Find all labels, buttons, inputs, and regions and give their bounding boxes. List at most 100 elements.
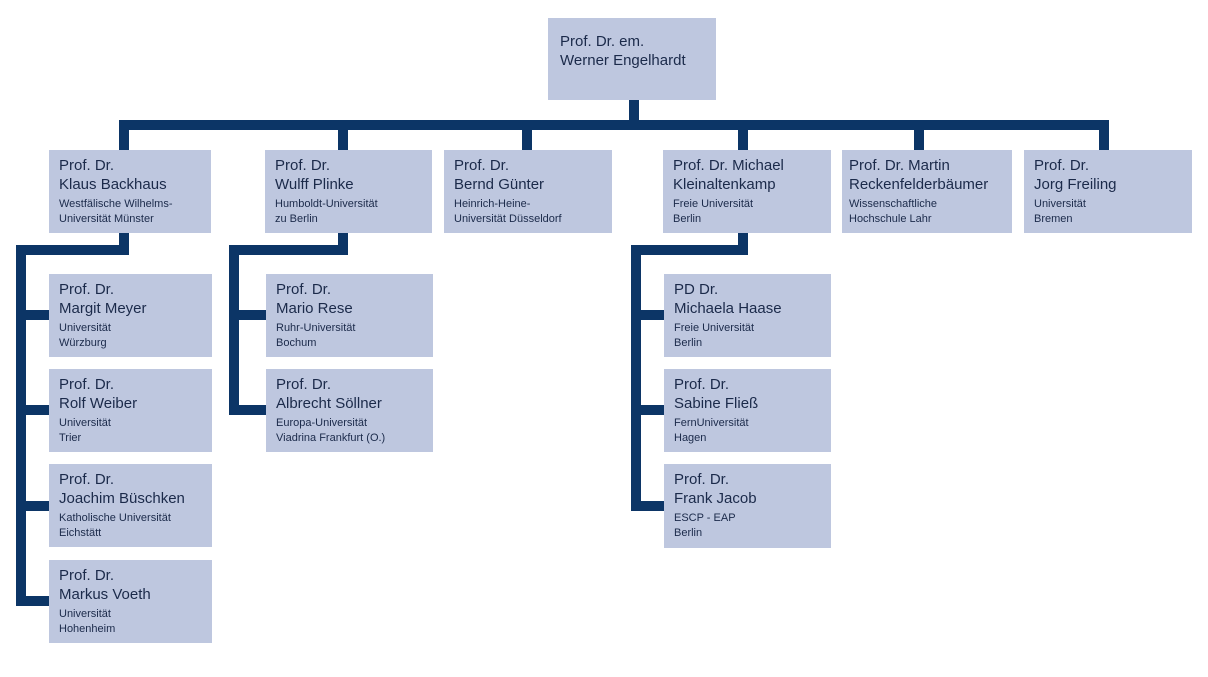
node-affiliation-city: Berlin: [674, 337, 703, 349]
node-name: Albrecht Söllner: [276, 395, 382, 412]
node-title: Prof. Dr.: [276, 281, 332, 298]
node-name: Michaela Haase: [674, 300, 782, 317]
node-title: Prof. Dr.: [674, 471, 730, 488]
connector-line: [631, 405, 664, 415]
node-affiliation: Universität: [59, 608, 111, 620]
node-name: Rolf Weiber: [59, 395, 138, 412]
node-name: Joachim Büschken: [59, 490, 185, 507]
connector-line: [16, 405, 50, 415]
node-title: PD Dr.: [674, 281, 719, 298]
connector-line: [1099, 120, 1109, 150]
node-name: Bernd Günter: [454, 176, 545, 193]
node-name: Reckenfelderbäumer: [849, 176, 989, 193]
connector-line: [229, 405, 266, 415]
node-name: Markus Voeth: [59, 586, 151, 603]
connector-line: [738, 233, 748, 255]
connector-line: [631, 245, 748, 255]
connector-line: [738, 120, 748, 150]
connector-line: [119, 120, 1109, 130]
connector-line: [16, 596, 50, 606]
connector-line: [338, 233, 348, 255]
node-name: Frank Jacob: [674, 490, 757, 507]
node-affiliation: Heinrich-Heine-: [454, 198, 531, 210]
node-weiber: Prof. Dr. Rolf Weiber Universität Trier: [49, 369, 212, 452]
node-name: Wulff Plinke: [275, 176, 354, 193]
node-voeth: Prof. Dr. Markus Voeth Universität Hohen…: [49, 560, 212, 643]
node-guenter: Prof. Dr. Bernd Günter Heinrich-Heine- U…: [444, 150, 612, 233]
node-affiliation: Westfälische Wilhelms-: [59, 198, 173, 210]
node-title: Prof. Dr. Martin: [849, 157, 950, 174]
node-freiling: Prof. Dr. Jorg Freiling Universität Brem…: [1024, 150, 1192, 233]
connector-line: [16, 245, 129, 255]
node-affiliation: Freie Universität: [673, 198, 754, 210]
node-jacob: Prof. Dr. Frank Jacob ESCP - EAP Berlin: [664, 464, 831, 548]
node-affiliation-city: Hagen: [674, 432, 707, 444]
connector-line: [16, 501, 50, 511]
node-title: Prof. Dr.: [454, 157, 510, 174]
connector-line: [16, 310, 50, 320]
node-kleinaltenkamp: Prof. Dr. Michael Kleinaltenkamp Freie U…: [663, 150, 831, 233]
node-title: Prof. Dr.: [674, 376, 730, 393]
node-affiliation: Katholische Universität: [59, 512, 171, 524]
node-affiliation-city: Universität Münster: [59, 213, 154, 225]
connector-line: [16, 245, 26, 606]
node-name: Klaus Backhaus: [59, 176, 167, 193]
node-affiliation: FernUniversität: [674, 417, 749, 429]
connector-line: [119, 120, 129, 150]
node-affiliation: Universität: [59, 417, 111, 429]
node-title: Prof. Dr. em.: [560, 33, 645, 50]
node-affiliation-city: Viadrina Frankfurt (O.): [276, 432, 386, 444]
node-affiliation: Humboldt-Universität: [275, 198, 378, 210]
connector-line: [229, 310, 266, 320]
connector-line: [229, 245, 239, 415]
node-title: Prof. Dr.: [59, 281, 115, 298]
node-haase: PD Dr. Michaela Haase Freie Universität …: [664, 274, 831, 357]
connector-line: [338, 120, 348, 150]
node-name: Werner Engelhardt: [560, 52, 686, 69]
connector-line: [229, 245, 348, 255]
node-name: Margit Meyer: [59, 300, 147, 317]
connector-line: [629, 100, 639, 130]
node-title: Prof. Dr.: [1034, 157, 1090, 174]
node-affiliation-city: Würzburg: [59, 337, 107, 349]
node-affiliation: Freie Universität: [674, 322, 755, 334]
node-reckenfelderbaeumer: Prof. Dr. Martin Reckenfelderbäumer Wiss…: [842, 150, 1012, 233]
node-affiliation-city: Bochum: [276, 337, 317, 349]
node-affiliation-city: Bremen: [1034, 213, 1073, 225]
node-plinke: Prof. Dr. Wulff Plinke Humboldt-Universi…: [265, 150, 432, 233]
node-title: Prof. Dr.: [59, 376, 115, 393]
node-title: Prof. Dr.: [276, 376, 332, 393]
connector-line: [914, 120, 924, 150]
node-title: Prof. Dr.: [59, 471, 115, 488]
node-affiliation: Universität: [1034, 198, 1086, 210]
node-affiliation-city: Hohenheim: [59, 623, 116, 635]
node-affiliation-city: Berlin: [673, 213, 702, 225]
node-title: Prof. Dr.: [59, 157, 115, 174]
node-soellner: Prof. Dr. Albrecht Söllner Europa-Univer…: [266, 369, 433, 452]
node-fliess: Prof. Dr. Sabine Fließ FernUniversität H…: [664, 369, 831, 452]
node-name: Jorg Freiling: [1034, 176, 1117, 193]
node-root: Prof. Dr. em. Werner Engelhardt: [548, 18, 716, 100]
node-title: Prof. Dr.: [275, 157, 331, 174]
connector-line: [631, 501, 664, 511]
connector-line: [631, 245, 641, 511]
node-affiliation-city: zu Berlin: [275, 213, 318, 225]
node-affiliation: Europa-Universität: [276, 417, 368, 429]
node-affiliation: Ruhr-Universität: [276, 322, 356, 334]
node-meyer: Prof. Dr. Margit Meyer Universität Würzb…: [49, 274, 212, 357]
node-name: Kleinaltenkamp: [673, 176, 776, 193]
node-affiliation-city: Eichstätt: [59, 527, 102, 539]
node-affiliation: ESCP - EAP: [674, 512, 736, 524]
node-backhaus: Prof. Dr. Klaus Backhaus Westfälische Wi…: [49, 150, 211, 233]
node-name: Mario Rese: [276, 300, 353, 317]
connector-line: [522, 120, 532, 150]
connector-line: [119, 233, 129, 255]
node-title: Prof. Dr. Michael: [673, 157, 784, 174]
node-affiliation-city: Berlin: [674, 527, 703, 539]
node-title: Prof. Dr.: [59, 567, 115, 584]
node-affiliation-city: Trier: [59, 432, 82, 444]
node-name: Sabine Fließ: [674, 395, 759, 412]
node-affiliation: Universität: [59, 322, 111, 334]
connector-line: [631, 310, 664, 320]
